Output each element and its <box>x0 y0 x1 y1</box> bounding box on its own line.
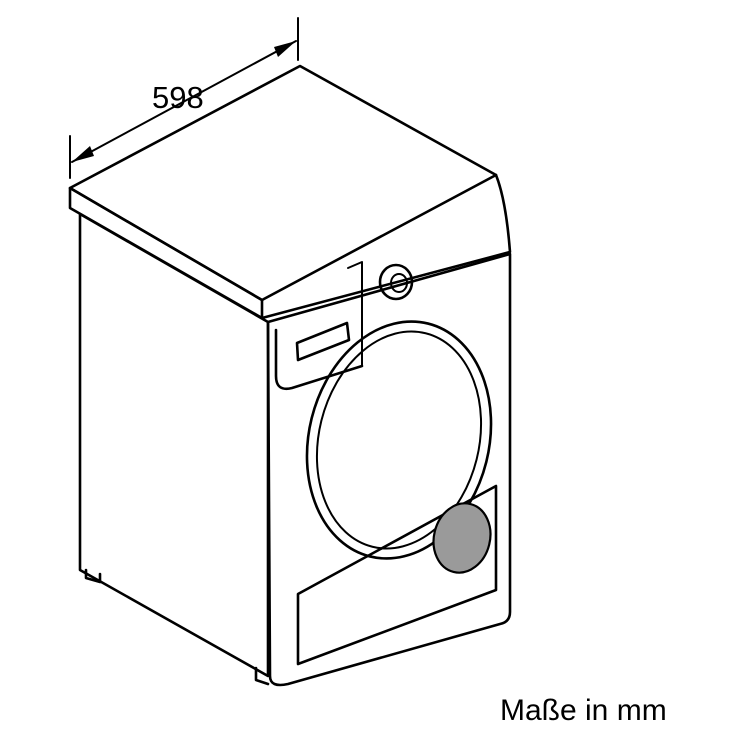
side-panel <box>78 212 270 686</box>
dimension-arrow-left <box>72 146 94 162</box>
width-dimension: 598 <box>69 17 299 179</box>
lid-top-face <box>68 64 498 302</box>
foot-left <box>84 568 102 584</box>
units-caption: Maße in mm <box>500 694 667 727</box>
dimension-line <box>71 40 297 163</box>
panel-divider <box>347 261 363 367</box>
lid-front-edge <box>260 173 512 320</box>
side-face <box>78 212 270 678</box>
width-label: 598 <box>152 80 204 115</box>
dimension-arrow-right <box>274 41 296 57</box>
program-knob <box>378 263 414 301</box>
knob-outer <box>378 263 414 301</box>
base-panel <box>296 484 498 666</box>
door <box>305 320 493 560</box>
filter-cover <box>432 502 492 574</box>
top-lid <box>68 64 512 320</box>
door-ring-inner <box>315 330 483 550</box>
control-panel-strip <box>274 328 364 391</box>
front-panel-outline <box>266 252 512 687</box>
display-window <box>295 321 351 362</box>
foot-front <box>254 666 270 686</box>
front-face <box>266 252 512 687</box>
knob-inner <box>390 273 408 293</box>
lid-left-edge <box>68 186 264 320</box>
door-ring-outer <box>305 320 493 560</box>
